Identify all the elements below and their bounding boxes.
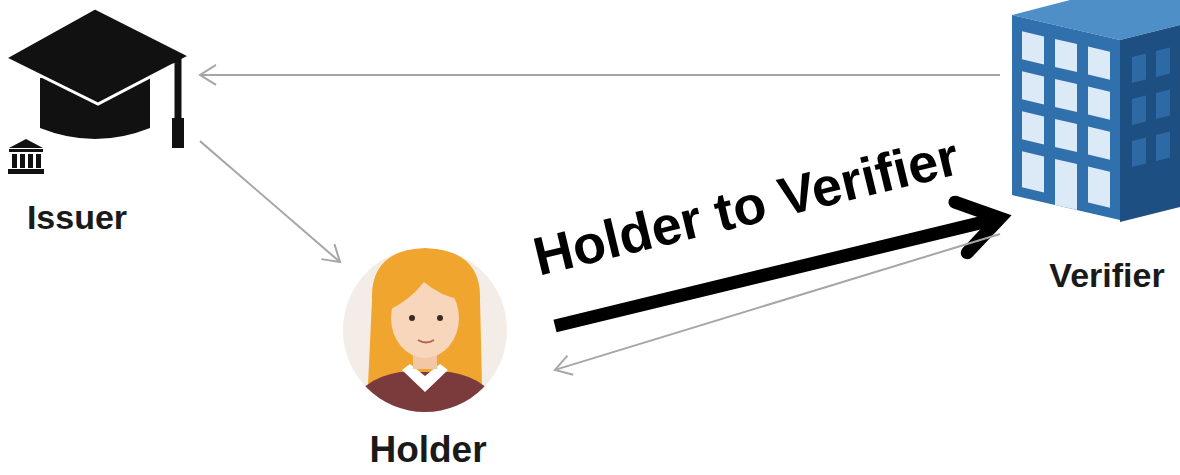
arrow-head [200,65,216,85]
flow-arrow [200,141,340,262]
arrow-head [955,202,1000,253]
holder-avatar [343,248,507,420]
actor-node: Holder [340,245,555,475]
flow-arrow [200,65,1000,85]
arrow-shaft [200,74,1000,76]
arrow-shaft [200,141,340,262]
graduation-cap-icon [5,8,190,148]
bank-icon [8,139,44,174]
node-label: Verifier [1038,256,1176,295]
edge-label: Holder to Verifier [527,124,964,287]
node-label: Holder [340,429,516,472]
verifier-building [1012,0,1180,222]
actor-node: Verifier [1000,0,1180,305]
node-label: Issuer [0,198,154,237]
actor-node: Issuer [0,0,200,245]
arrow-head [321,244,340,262]
arrow-head [555,356,573,375]
